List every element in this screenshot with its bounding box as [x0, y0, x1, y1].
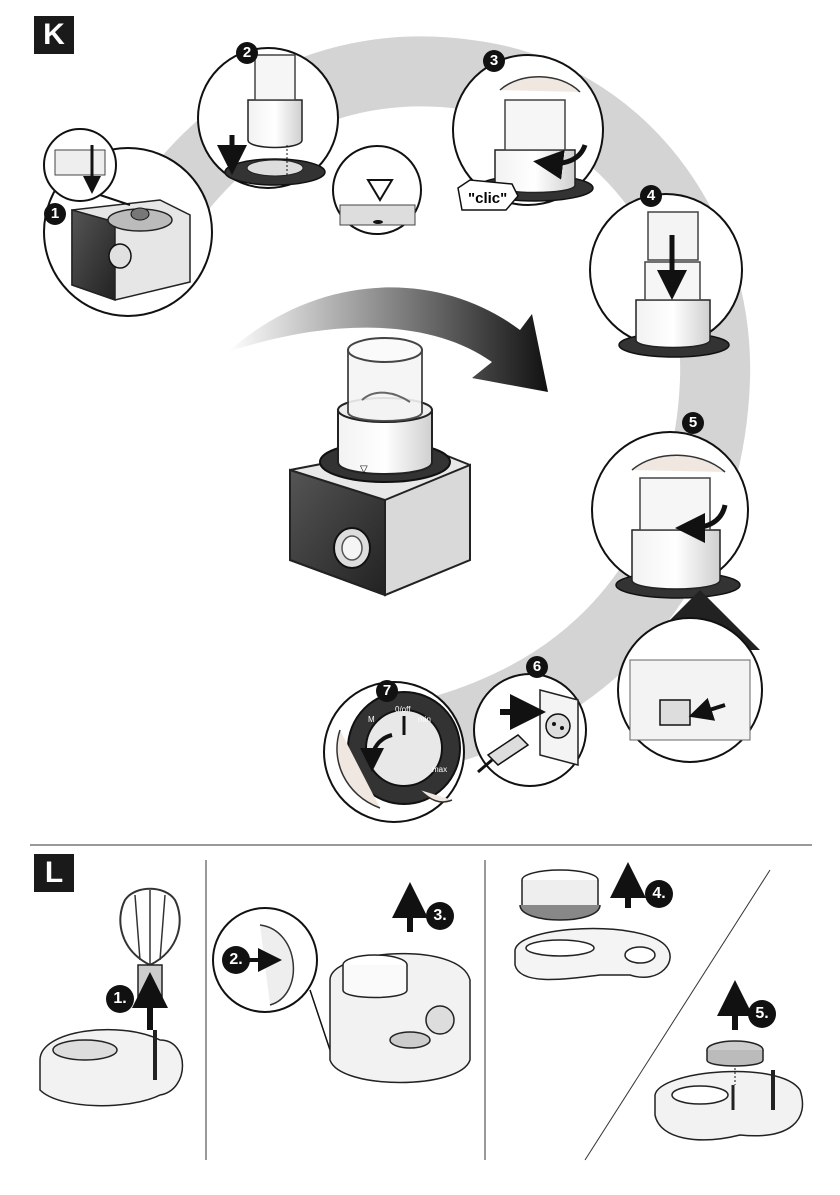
dial-label-max: max — [432, 765, 447, 774]
section-l-badge: L — [34, 854, 74, 892]
step-6-illustration — [474, 674, 586, 786]
section-k-badge: K — [34, 16, 74, 54]
k-step-6-badge: 6 — [526, 656, 548, 678]
dial-label-min: min — [418, 715, 431, 724]
svg-text:▽: ▽ — [360, 464, 368, 475]
l-step-5-badge: 5. — [748, 1000, 776, 1028]
k-step-1-badge: 1 — [44, 203, 66, 225]
l-step-5-illustration — [655, 998, 803, 1140]
step-5-illustration — [592, 432, 748, 598]
k-step-7-badge: 7 — [376, 680, 398, 702]
step-2-detail-inset — [333, 146, 421, 234]
k-step-3-badge: 3 — [483, 50, 505, 72]
dial-label-m: M — [368, 715, 375, 724]
step-3-illustration: "clic" — [453, 55, 603, 210]
step-2-illustration — [198, 48, 338, 188]
k-step-4-badge: 4 — [640, 185, 662, 207]
l-step-2-badge: 2. — [222, 946, 250, 974]
clic-label: "clic" — [468, 190, 507, 207]
main-appliance-illustration: ▽ — [290, 338, 470, 595]
l-step-4-badge: 4. — [645, 880, 673, 908]
l-step-3-badge: 3. — [426, 902, 454, 930]
dial-label-off: 0/off — [395, 705, 411, 714]
l-step-1-badge: 1. — [106, 985, 134, 1013]
k-step-2-badge: 2 — [236, 42, 258, 64]
step-7-dial-illustration: M 0/off min max — [324, 682, 464, 822]
k-step-5-badge: 5 — [682, 412, 704, 434]
